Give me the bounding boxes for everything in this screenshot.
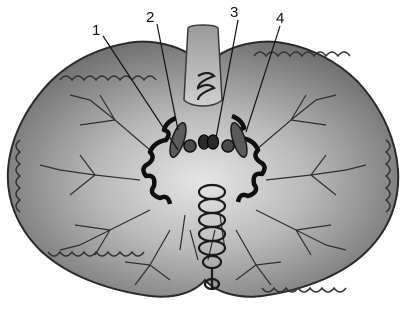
label-2: 2 bbox=[146, 9, 154, 26]
label-4: 4 bbox=[276, 10, 284, 27]
center-fastigial-nucleus bbox=[208, 135, 219, 149]
label-1: 1 bbox=[92, 22, 100, 39]
right-globose-nucleus bbox=[222, 140, 234, 152]
label-3: 3 bbox=[230, 4, 238, 21]
left-globose-nucleus bbox=[184, 140, 196, 152]
